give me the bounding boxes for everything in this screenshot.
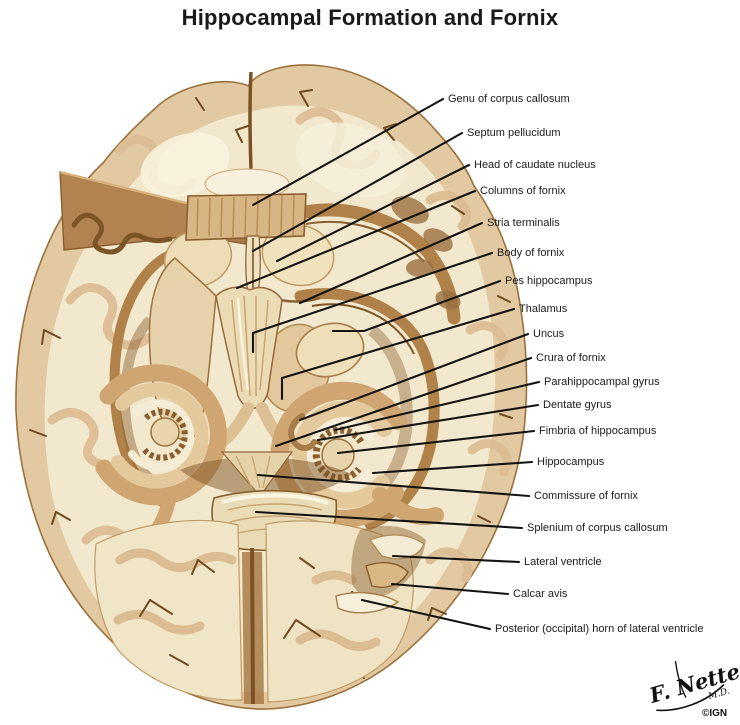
leader-line-4 — [298, 221, 484, 305]
leader-line-0 — [251, 97, 445, 207]
anatomy-label: Crura of fornix — [536, 351, 606, 364]
leader-line-12 — [336, 429, 536, 455]
leader-line-18 — [360, 598, 492, 631]
anatomy-label: Septum pellucidum — [467, 126, 561, 139]
leader-line-5 — [251, 251, 494, 354]
leader-line-8 — [298, 332, 530, 422]
leader-line-2 — [275, 163, 471, 263]
leader-line-7 — [280, 307, 516, 401]
anatomy-label: Thalamus — [519, 302, 568, 315]
anatomy-label: Fimbria of hippocampus — [539, 424, 657, 437]
anatomy-label: Pes hippocampus — [505, 274, 593, 287]
anatomy-label: Calcar avis — [513, 587, 568, 600]
leader-line-13 — [371, 460, 534, 475]
calcar-avis-shape — [365, 561, 409, 588]
anatomy-label: Stria terminalis — [487, 216, 560, 229]
leader-line-14 — [256, 473, 531, 498]
figure-title: Hippocampal Formation and Fornix — [181, 5, 559, 30]
anatomy-label: Lateral ventricle — [524, 555, 602, 568]
pes-hippocampus-shape — [295, 322, 365, 378]
leader-line-11 — [316, 403, 540, 442]
anatomy-label: Commissure of fornix — [534, 489, 638, 502]
anatomy-label: Columns of fornix — [480, 184, 566, 197]
signature-artist: F. Netter — [646, 655, 740, 708]
anatomy-label: Hippocampus — [537, 455, 605, 468]
anatomy-label: Splenium of corpus callosum — [527, 521, 668, 534]
leader-lines-layer — [235, 97, 541, 631]
leader-line-3 — [235, 189, 477, 290]
leader-line-10 — [333, 380, 541, 432]
anatomy-label: Body of fornix — [497, 246, 565, 259]
leader-line-15 — [254, 510, 524, 530]
leader-line-1 — [251, 131, 464, 253]
anatomy-label: Posterior (occipital) horn of lateral ve… — [495, 622, 704, 635]
posterior-horn-shape — [335, 591, 400, 614]
lateral-ventricle-shape — [369, 534, 425, 560]
anatomy-label: Dentate gyrus — [543, 398, 612, 411]
publisher-logo: ©IGN — [702, 708, 727, 719]
commissure-of-fornix-shape — [220, 451, 294, 497]
leader-line-16 — [391, 554, 521, 564]
genu-of-corpus-callosum-shape — [185, 168, 307, 241]
anatomy-label: Uncus — [533, 327, 565, 340]
anatomy-label: Genu of corpus callosum — [448, 92, 570, 105]
posterior-fissure — [250, 547, 255, 705]
leader-line-17 — [390, 582, 510, 596]
uncus-shape — [288, 413, 317, 451]
netter-signature: F. Netter M.D. — [646, 655, 740, 712]
posterior-ventricle-region — [335, 525, 426, 614]
anatomy-label: Head of caudate nucleus — [474, 158, 596, 171]
leader-line-6 — [331, 279, 502, 333]
anatomy-label: Parahippocampal gyrus — [544, 375, 660, 388]
leader-line-9 — [274, 356, 533, 448]
